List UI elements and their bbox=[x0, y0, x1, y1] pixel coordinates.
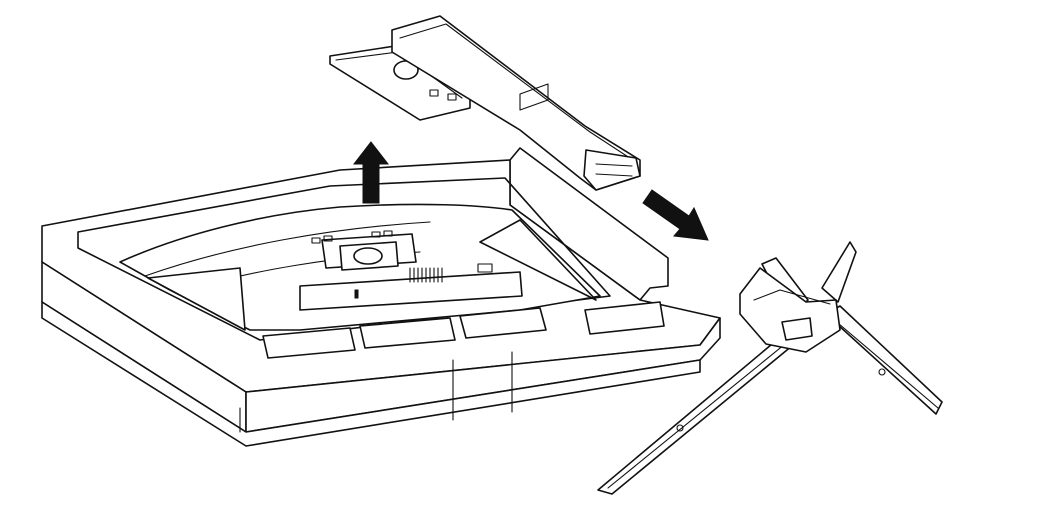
arrow-down-right-icon bbox=[642, 189, 709, 241]
monitor-in-foam-packaging bbox=[41, 147, 721, 447]
tripod-base-icon bbox=[597, 241, 943, 495]
vent-slots bbox=[409, 267, 443, 283]
stand-neck-icon bbox=[329, 15, 641, 191]
arrow-up-icon bbox=[352, 141, 390, 204]
